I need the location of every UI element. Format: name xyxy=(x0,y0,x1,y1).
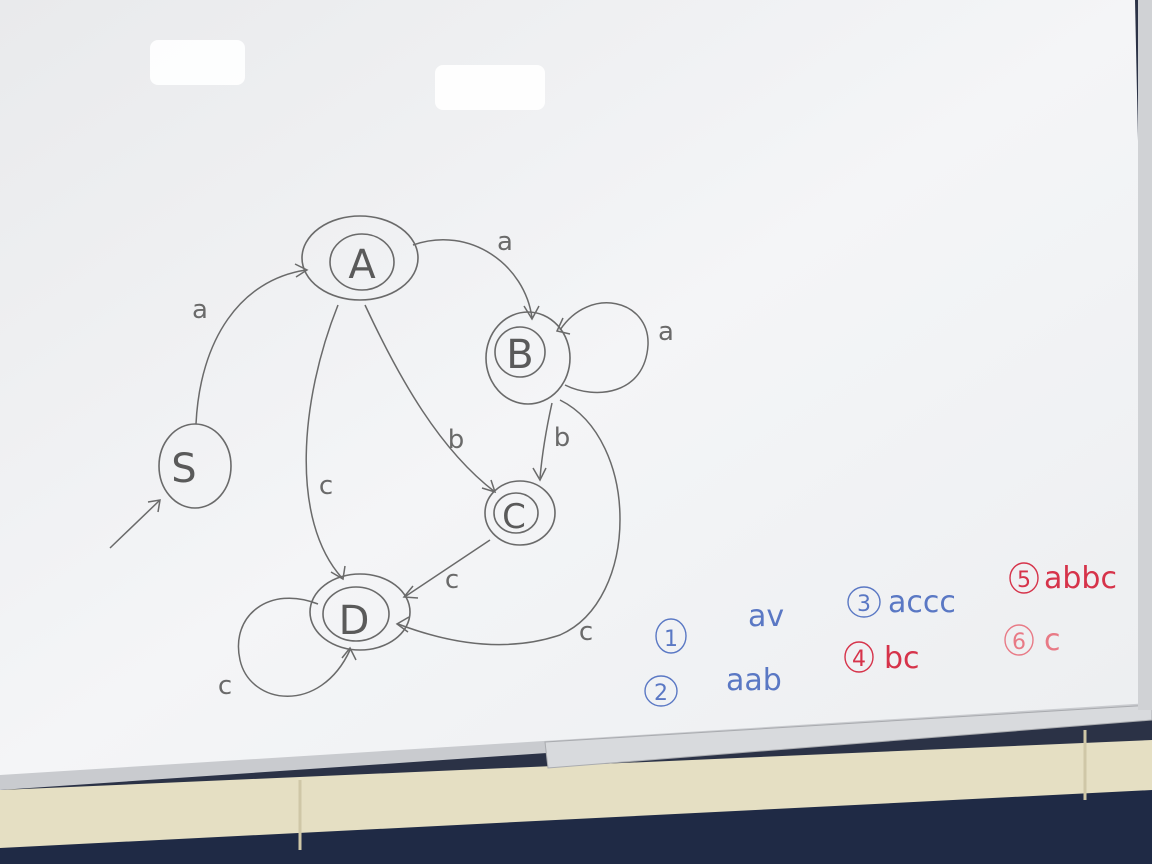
state-s-label: S xyxy=(171,446,196,492)
state-b-inner-circle xyxy=(494,326,546,378)
label-a-to-b: a xyxy=(497,227,513,257)
exercise-3: 3 accc xyxy=(847,585,956,620)
state-d-label: D xyxy=(339,598,370,644)
arrowhead-a-to-c xyxy=(481,479,497,494)
arrowhead-b-to-c xyxy=(532,467,547,482)
label-a-to-d: c xyxy=(319,471,333,501)
light-glare xyxy=(150,40,545,110)
state-b-label: B xyxy=(506,332,533,378)
exercise-1-word: av xyxy=(748,599,784,634)
exercise-5-number: 5 xyxy=(1017,568,1031,593)
start-arrow xyxy=(109,499,161,549)
arrowhead-b-to-d xyxy=(395,616,410,633)
exercise-5: 5 abbc xyxy=(1009,561,1117,596)
state-a-inner-circle xyxy=(329,233,395,291)
exercise-1-number-circle xyxy=(655,618,687,654)
label-b-self-loop: a xyxy=(658,317,674,347)
right-edge-frame xyxy=(1138,0,1152,710)
state-c-label: C xyxy=(502,497,526,537)
edge-a-to-d xyxy=(305,304,343,579)
state-d-outer-circle xyxy=(309,573,411,651)
exercise-6-number: 6 xyxy=(1012,630,1026,655)
exercise-2-number: 2 xyxy=(654,681,668,706)
exercise-1: 1 av xyxy=(655,599,784,654)
arrowhead-s-to-a xyxy=(294,263,309,278)
state-s-circle xyxy=(158,423,232,509)
start-arrow-head xyxy=(147,499,161,513)
arrowhead-a-to-b xyxy=(523,305,540,321)
edge-a-to-c xyxy=(364,304,496,493)
edge-a-to-b xyxy=(412,239,533,319)
exercise-5-word: abbc xyxy=(1044,561,1117,596)
arrowhead-c-to-d xyxy=(402,585,419,599)
exercise-4-number-circle xyxy=(844,641,874,673)
exercise-4-word: bc xyxy=(884,641,920,676)
wall-dark-stripe xyxy=(0,790,1152,864)
exercise-6: 6 c xyxy=(1004,623,1061,658)
label-s-to-a: a xyxy=(192,295,208,325)
label-b-to-c: b xyxy=(554,423,571,453)
arrowhead-d-self-loop xyxy=(341,646,357,661)
edge-b-self-loop xyxy=(559,302,649,394)
exercise-2: 2 aab xyxy=(644,663,782,707)
state-c-inner-circle xyxy=(493,492,539,534)
exercise-6-number-circle xyxy=(1004,624,1034,656)
edge-d-self-loop xyxy=(237,597,351,697)
exercise-5-number-circle xyxy=(1009,562,1039,594)
edge-b-to-c xyxy=(539,402,553,479)
edge-c-to-d xyxy=(405,539,491,597)
state-a-label: A xyxy=(348,242,376,288)
state-d-inner-circle xyxy=(322,586,390,642)
exercise-2-word: aab xyxy=(726,663,782,698)
exercise-3-number-circle xyxy=(847,586,881,618)
label-b-to-d: c xyxy=(579,617,593,647)
marker-tray xyxy=(544,704,1152,769)
exercise-1-number: 1 xyxy=(664,627,678,652)
label-a-to-c: b xyxy=(448,425,465,455)
label-c-to-d: c xyxy=(445,565,459,595)
exercise-6-word: c xyxy=(1044,623,1061,658)
edge-s-to-a xyxy=(195,269,307,425)
exercise-4: 4 bc xyxy=(844,641,920,676)
edge-b-to-d xyxy=(397,399,621,646)
exercise-2-number-circle xyxy=(644,675,678,707)
label-d-self-loop: c xyxy=(218,671,232,701)
exercise-3-number: 3 xyxy=(857,592,871,617)
whiteboard xyxy=(0,0,1150,780)
state-a-outer-circle xyxy=(301,215,419,301)
exercise-3-word: accc xyxy=(888,585,956,620)
arrowhead-a-to-d xyxy=(330,565,346,581)
state-c-outer-circle xyxy=(484,480,556,546)
exercise-4-number: 4 xyxy=(852,647,866,672)
arrowhead-b-self-loop xyxy=(555,317,571,335)
